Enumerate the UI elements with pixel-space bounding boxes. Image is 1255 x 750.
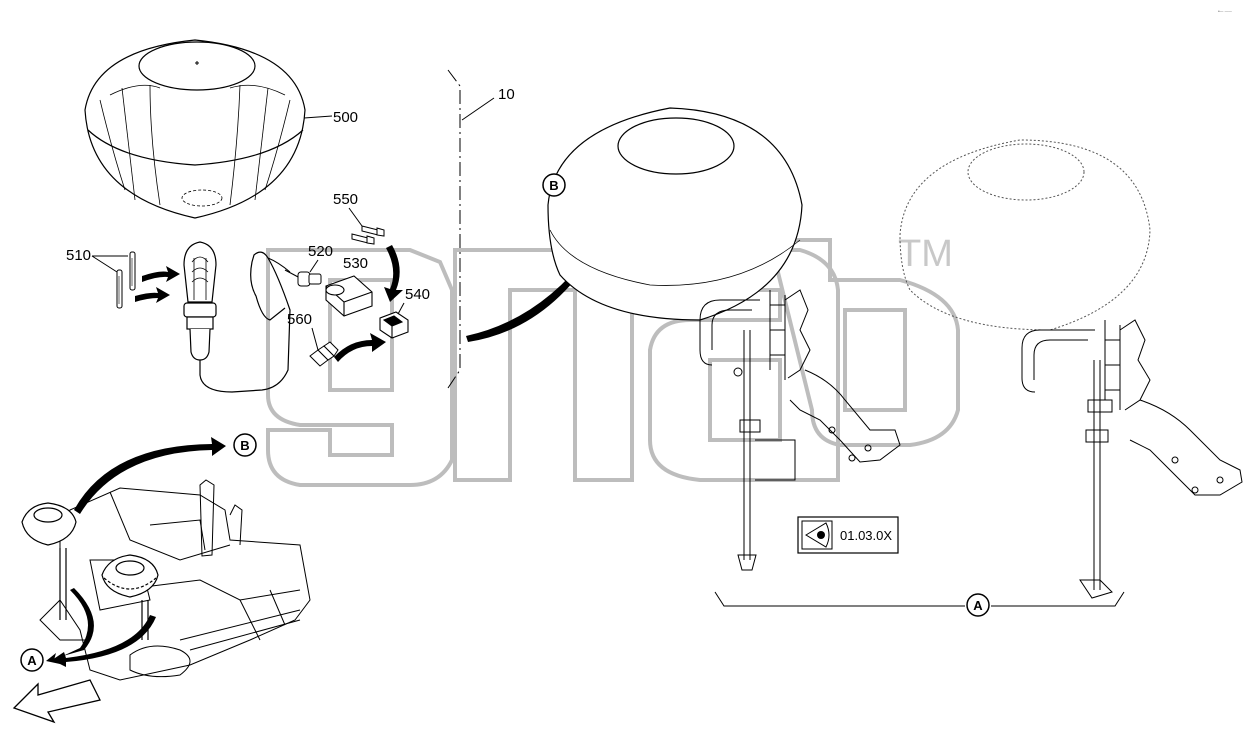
leader-560 [311,327,319,351]
callout-510: 510 [66,247,91,264]
trademark-text: TM [898,233,953,275]
insert-arrow-560 [334,333,386,362]
insert-arrow-550 [384,245,403,302]
leader-540 [397,302,405,315]
machine-arrow-to-a-1 [46,588,94,664]
mount-bracket-center [699,289,901,571]
callout-520: 520 [308,243,333,260]
view-marker-a-bracket [966,593,990,617]
screws-550 [351,225,385,245]
machine-beacon-right [101,554,159,640]
reference-code: 01.03.0X [840,528,892,543]
machine-beacon-left [21,502,77,620]
view-marker-a-machine [20,648,44,672]
leader-510 [91,255,128,273]
insert-arrows-510 [135,266,180,303]
callout-540: 540 [405,286,430,303]
callout-550: 550 [333,191,358,208]
view-marker-b-top-label: B [549,178,558,193]
leader-500 [303,115,333,119]
bulb-assembly [183,241,291,393]
lamp-dome-500 [84,39,306,219]
machine-arrow-to-a-2 [52,615,156,667]
eye-icon [801,520,833,550]
view-marker-a-bracket-label: A [973,598,983,613]
callout-530: 530 [343,255,368,272]
leader-550 [348,207,363,227]
machine-arrow-to-b [74,437,226,514]
callout-10: 10 [498,86,515,103]
connector-520 [284,269,322,287]
plug-560 [309,341,339,367]
view-marker-a-machine-label: A [27,653,37,668]
pins-510 [116,251,136,309]
view-marker-b-machine-label: B [240,438,249,453]
callout-560: 560 [287,311,312,328]
beacon-dome-b [547,107,803,321]
beacon-dome-ghost [899,139,1151,331]
leader-10 [461,97,495,121]
view-marker-b-top [542,173,566,197]
paver-machine [39,479,311,681]
view-marker-b-machine [233,433,257,457]
corner-reference: •─ ── [1218,9,1232,15]
mount-bracket-right [1021,319,1243,599]
housing-530 [325,275,373,317]
divider-line-10 [447,69,461,389]
view-a-bracket [714,591,1125,607]
view-reference-box: 01.03.0X [797,516,899,554]
callout-500: 500 [333,109,358,126]
leader-520 [309,259,319,273]
view-direction-arrow [12,679,101,724]
socket-540 [379,311,409,339]
